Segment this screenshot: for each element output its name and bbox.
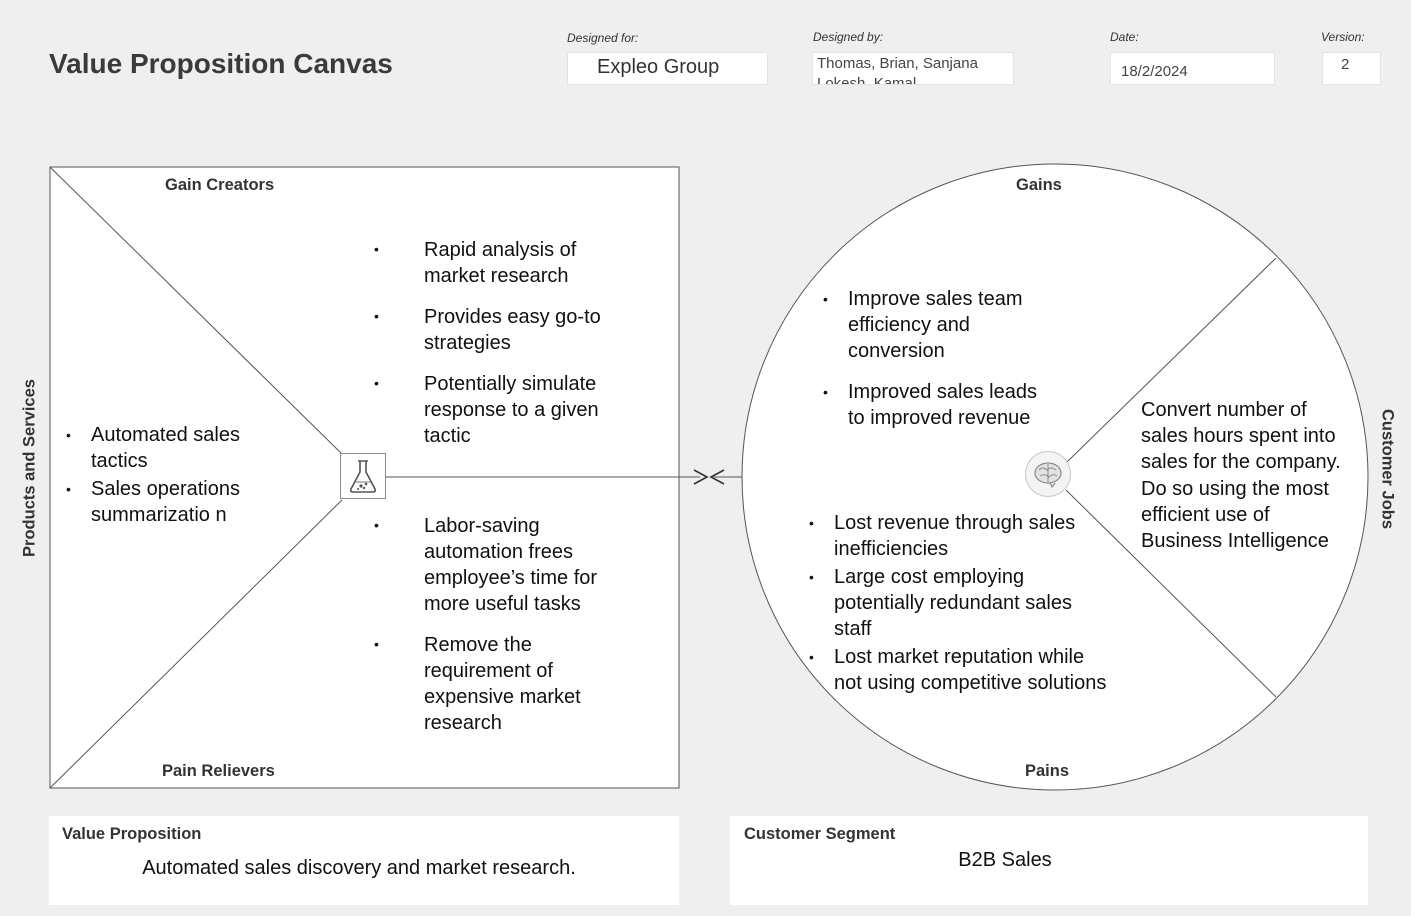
customer-segment-label: Customer Segment: [744, 825, 896, 843]
date-label: Date:: [1110, 30, 1139, 44]
fit-arrow-right: [693, 469, 709, 485]
date-value: 18/2/2024: [1121, 63, 1188, 80]
pain-relievers-label: Pain Relievers: [162, 762, 275, 780]
customer-segment-text: B2B Sales: [958, 849, 1052, 871]
gains-label: Gains: [1016, 176, 1062, 194]
date-field[interactable]: 18/2/2024: [1110, 52, 1275, 85]
gains-divider: [1065, 257, 1277, 464]
pains-divider: [1065, 489, 1277, 698]
products-services-label: Products and Services: [20, 379, 39, 557]
customer-jobs-text: Convert number of sales hours spent into…: [1141, 399, 1341, 553]
brain-icon: [1025, 451, 1071, 497]
customer-jobs-label: Customer Jobs: [1378, 408, 1397, 530]
designed-by-field[interactable]: Thomas, Brian, Sanjana Lokesh, Kamal: [812, 52, 1014, 85]
designed-by-line-2: Lokesh, Kamal: [817, 75, 917, 85]
designed-by-line-1: Thomas, Brian, Sanjana: [817, 55, 978, 72]
fit-arrow-left: [709, 469, 725, 485]
pains-label: Pains: [1025, 762, 1070, 780]
flask-icon: [340, 453, 386, 499]
value-proposition-label: Value Proposition: [62, 825, 202, 843]
customer-segment-box[interactable]: Customer Segment B2B Sales: [730, 816, 1368, 905]
pain-relievers-divider: [49, 499, 343, 789]
designed-for-field[interactable]: Expleo Group: [567, 52, 768, 85]
value-proposition-box[interactable]: Value Proposition Automated sales discov…: [49, 816, 679, 905]
gain-creators-divider: [49, 166, 343, 455]
version-value: 2: [1341, 56, 1350, 73]
gain-creators-label: Gain Creators: [165, 176, 275, 194]
version-label: Version:: [1321, 30, 1365, 44]
designed-by-label: Designed by:: [813, 30, 884, 44]
version-field[interactable]: 2: [1322, 52, 1381, 85]
designed-for-label: Designed for:: [567, 31, 639, 45]
value-proposition-text: Automated sales discovery and market res…: [142, 857, 576, 879]
page-title: Value Proposition Canvas: [49, 48, 393, 79]
designed-for-value: Expleo Group: [597, 56, 720, 78]
